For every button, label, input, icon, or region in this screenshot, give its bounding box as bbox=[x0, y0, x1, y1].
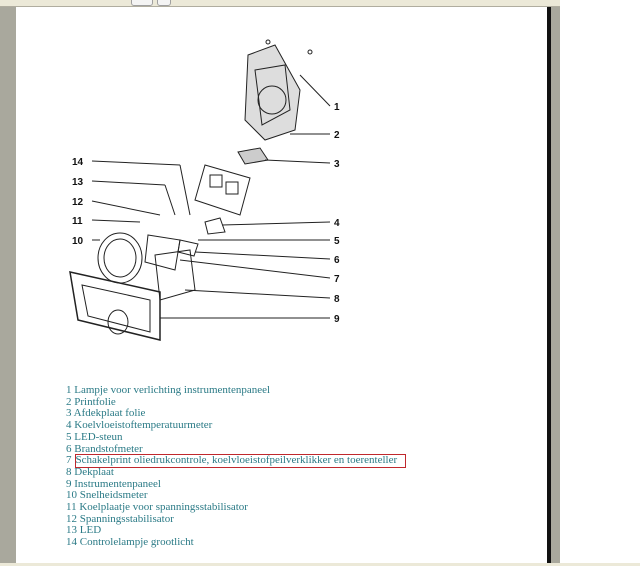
callout-11: 11 bbox=[72, 216, 83, 227]
callout-4: 4 bbox=[334, 218, 340, 229]
legend-item: 8 Dekplaat bbox=[66, 465, 114, 478]
callout-5: 5 bbox=[334, 236, 340, 247]
callout-1: 1 bbox=[334, 102, 340, 113]
legend-item: 11 Koelplaatje voor spanningsstabilisato… bbox=[66, 501, 248, 514]
scrollbar[interactable] bbox=[551, 7, 560, 563]
toolbar-button[interactable] bbox=[131, 0, 153, 6]
viewer-toolbar bbox=[0, 0, 560, 7]
legend-item: 13 LED bbox=[66, 524, 102, 537]
callout-10: 10 bbox=[72, 236, 84, 247]
callout-8: 8 bbox=[334, 294, 340, 305]
legend-item: 10 Snelheidsmeter bbox=[66, 489, 148, 502]
legend-item: 1 Lampje voor verlichting instrumentenpa… bbox=[66, 384, 271, 396]
callout-12: 12 bbox=[72, 197, 84, 208]
callout-14: 14 bbox=[72, 157, 84, 168]
legend-item: 4 Koelvloeistoftemperatuurmeter bbox=[66, 419, 213, 432]
callout-13: 13 bbox=[72, 177, 84, 188]
legend-item: 6 Brandstofmeter bbox=[66, 442, 143, 455]
callout-9: 9 bbox=[334, 314, 340, 325]
highlighted-text: Schakelprint oliedrukcontrole, koelvloei… bbox=[74, 454, 407, 468]
exploded-diagram: 1 2 3 4 5 6 7 8 9 10 11 12 13 14 bbox=[69, 39, 340, 341]
legend-item: 5 LED-steun bbox=[66, 430, 123, 443]
toolbar-button[interactable] bbox=[157, 0, 171, 6]
legend-item: 3 Afdekplaat folie bbox=[66, 407, 146, 420]
page-border bbox=[547, 7, 551, 563]
callout-2: 2 bbox=[334, 130, 340, 141]
legend-item: 9 Instrumentenpaneel bbox=[66, 477, 161, 490]
status-bar bbox=[0, 563, 640, 566]
callout-6: 6 bbox=[334, 255, 340, 266]
callout-7: 7 bbox=[334, 274, 340, 285]
legend-item: 12 Spanningsstabilisator bbox=[66, 512, 174, 525]
callout-3: 3 bbox=[334, 159, 340, 170]
legend-item: 2 Printfolie bbox=[66, 395, 116, 408]
left-gutter bbox=[0, 7, 16, 563]
legend-item: 14 Controlelampje grootlicht bbox=[66, 536, 194, 549]
parts-legend: 1 Lampje voor verlichting instrumentenpa… bbox=[66, 384, 407, 549]
legend-number: 7 bbox=[66, 454, 72, 467]
